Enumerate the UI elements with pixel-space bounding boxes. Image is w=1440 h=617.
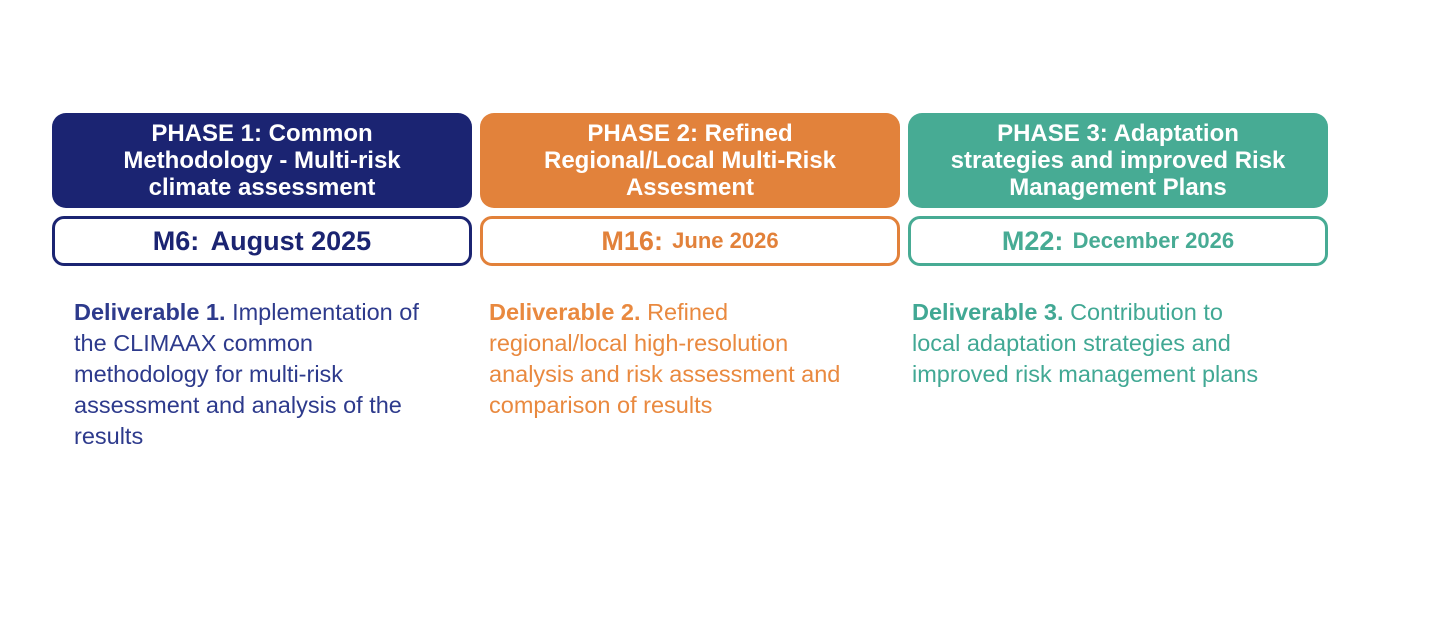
- phase-1-deliverable-text: Deliverable 1. Implementation of the CLI…: [52, 297, 472, 452]
- phase-1-milestone-date: August 2025: [210, 225, 372, 256]
- phase-1-deliverable-body: Implementation of the CLIMAAX common met…: [74, 299, 419, 449]
- phase-2-deliverable-text: Deliverable 2. Refined regional/local hi…: [480, 297, 900, 421]
- phase-2-milestone-box: M16: June 2026: [480, 216, 900, 266]
- phase-3-milestone-label: M22:: [1001, 225, 1064, 256]
- phase-3-deliverable-text: Deliverable 3. Contribution to local ada…: [908, 297, 1328, 390]
- phase-2-deliverable-body: Refined regional/local high-resolution a…: [489, 299, 841, 418]
- phase-1-milestone-label: M6:: [152, 225, 200, 256]
- phase-2-header: PHASE 2: Refined Regional/Local Multi-Ri…: [480, 113, 900, 208]
- phase-2-milestone-label: M16:: [601, 225, 663, 256]
- phase-3-column: PHASE 3: Adaptation strategies and impro…: [908, 113, 1328, 452]
- phase-1-milestone-box: M6: August 2025: [52, 216, 472, 266]
- phases-timeline-diagram: PHASE 1: Common Methodology - Multi-risk…: [52, 113, 1328, 452]
- phase-3-milestone-box: M22: December 2026: [908, 216, 1328, 266]
- phase-3-deliverable-lead: Deliverable 3.: [912, 299, 1064, 325]
- phase-2-deliverable-lead: Deliverable 2.: [489, 299, 641, 325]
- phase-3-deliverable-body: Contribution to local adaptation strateg…: [912, 299, 1259, 387]
- phase-3-milestone-date: December 2026: [1072, 228, 1235, 253]
- phase-1-header: PHASE 1: Common Methodology - Multi-risk…: [52, 113, 472, 208]
- phase-3-header: PHASE 3: Adaptation strategies and impro…: [908, 113, 1328, 208]
- phase-2-milestone-date: June 2026: [672, 228, 779, 253]
- phase-1-column: PHASE 1: Common Methodology - Multi-risk…: [52, 113, 472, 452]
- phase-2-column: PHASE 2: Refined Regional/Local Multi-Ri…: [480, 113, 900, 452]
- phase-1-deliverable-lead: Deliverable 1.: [74, 299, 226, 325]
